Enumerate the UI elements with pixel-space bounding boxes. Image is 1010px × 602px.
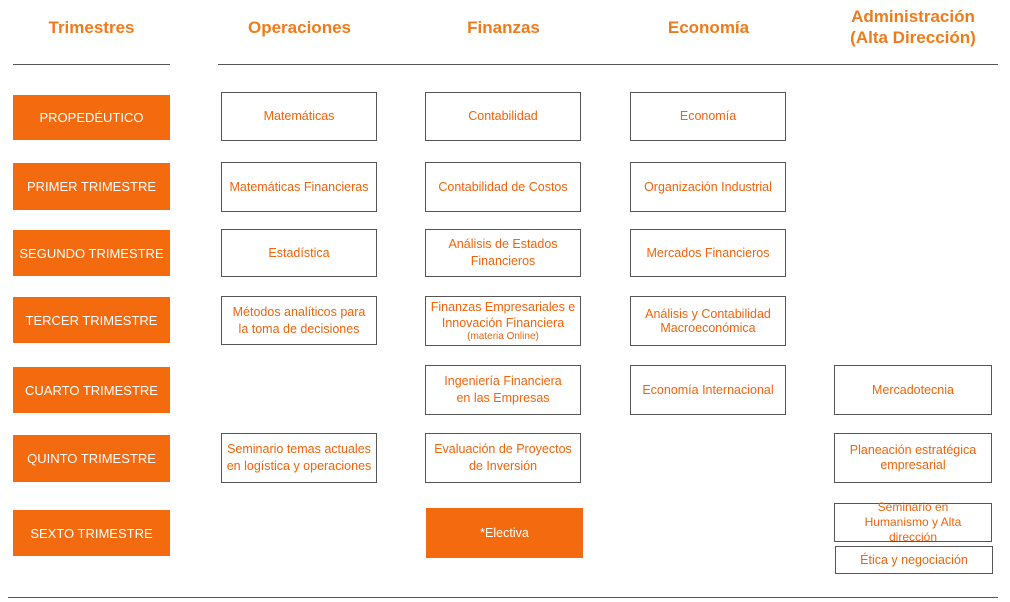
course-contabilidad-costos[interactable]: Contabilidad de Costos bbox=[425, 162, 581, 212]
header-divider-right bbox=[218, 64, 998, 65]
trimestre-propedeutico[interactable]: PROPEDÉUTICO bbox=[13, 95, 170, 140]
course-matematicas-financieras[interactable]: Matemáticas Financieras bbox=[221, 162, 377, 212]
online-note: (materia Online) bbox=[467, 331, 539, 342]
course-analisis-estados[interactable]: Análisis de Estados Financieros bbox=[425, 229, 581, 277]
course-evaluacion-proyectos[interactable]: Evaluación de Proyectos de Inversión bbox=[425, 433, 581, 483]
trimestre-primer[interactable]: PRIMER TRIMESTRE bbox=[13, 163, 170, 210]
course-seminario-logistica[interactable]: Seminario temas actuales en logística y … bbox=[221, 433, 377, 483]
course-finanzas-empresariales[interactable]: Finanzas Empresariales e Innovación Fina… bbox=[425, 296, 581, 346]
course-economia-internacional[interactable]: Economía Internacional bbox=[630, 365, 786, 415]
header-administracion: Administración (Alta Dirección) bbox=[850, 7, 976, 47]
course-organizacion-industrial[interactable]: Organización Industrial bbox=[630, 162, 786, 212]
header-divider-left bbox=[13, 64, 170, 65]
trimestre-sexto[interactable]: SEXTO TRIMESTRE bbox=[13, 510, 170, 556]
course-etica-negociacion[interactable]: Ética y negociación bbox=[835, 546, 993, 574]
course-electiva[interactable]: *Electiva bbox=[426, 508, 583, 558]
header-economia: Economía bbox=[667, 18, 750, 37]
trimestre-segundo[interactable]: SEGUNDO TRIMESTRE bbox=[13, 230, 170, 276]
course-analisis-macroeconomica[interactable]: Análisis y Contabilidad Macroeconómica bbox=[630, 296, 786, 346]
header-finanzas: Finanzas bbox=[467, 18, 540, 37]
course-finanzas-empresariales-label: Finanzas Empresariales e Innovación Fina… bbox=[430, 300, 576, 330]
header-operaciones: Operaciones bbox=[248, 18, 351, 37]
header-trimestres: Trimestres bbox=[48, 18, 135, 37]
course-mercados-financieros[interactable]: Mercados Financieros bbox=[630, 229, 786, 277]
course-matematicas[interactable]: Matemáticas bbox=[221, 92, 377, 141]
course-mercadotecnia[interactable]: Mercadotecnia bbox=[834, 365, 992, 415]
footer-divider bbox=[8, 597, 998, 598]
trimestre-cuarto[interactable]: CUARTO TRIMESTRE bbox=[13, 367, 170, 413]
course-planeacion-estrategica[interactable]: Planeación estratégica empresarial bbox=[834, 433, 992, 483]
trimestre-quinto[interactable]: QUINTO TRIMESTRE bbox=[13, 435, 170, 482]
course-economia[interactable]: Economía bbox=[630, 92, 786, 141]
course-seminario-humanismo[interactable]: Seminario en Humanismo y Alta dirección bbox=[834, 500, 992, 544]
trimestre-tercer[interactable]: TERCER TRIMESTRE bbox=[13, 297, 170, 343]
course-ingenieria-financiera[interactable]: Ingeniería Financiera en las Empresas bbox=[425, 365, 581, 415]
course-estadistica[interactable]: Estadística bbox=[221, 229, 377, 277]
course-metodos-analiticos[interactable]: Métodos analíticos para la toma de decis… bbox=[221, 296, 377, 345]
course-contabilidad[interactable]: Contabilidad bbox=[425, 92, 581, 141]
